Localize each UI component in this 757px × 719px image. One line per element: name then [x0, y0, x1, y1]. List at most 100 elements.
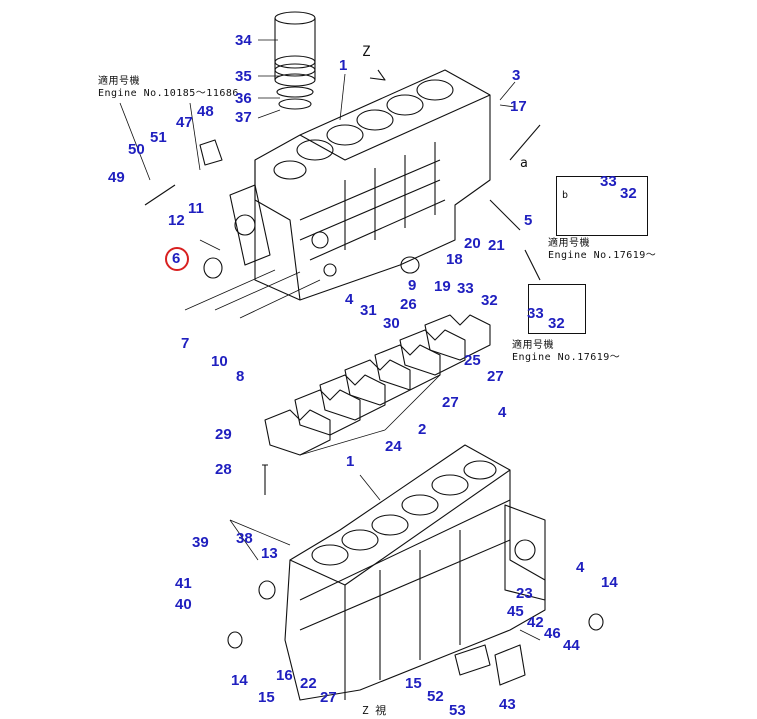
plug-14-drawing [227, 631, 243, 649]
detail-box-b [556, 176, 648, 236]
callout-1-lower[interactable]: 1 [346, 453, 355, 470]
bottom-view-label: Z 視 [362, 704, 387, 717]
callout-5[interactable]: 5 [524, 212, 533, 229]
callout-4-lower[interactable]: 4 [576, 559, 585, 576]
view-z-arrow [369, 69, 386, 81]
upper-cylinder-block-drawing [229, 69, 491, 301]
callout-36[interactable]: 36 [235, 90, 252, 107]
callout-17[interactable]: 17 [510, 98, 527, 115]
callout-18[interactable]: 18 [446, 251, 463, 268]
serial-note-c-line2: Engine No.17619～ [512, 352, 621, 363]
callout-20[interactable]: 20 [464, 235, 481, 252]
view-z-label: Z [362, 44, 371, 60]
callout-33-box-b[interactable]: 33 [600, 173, 617, 190]
callout-9[interactable]: 9 [408, 277, 417, 294]
callout-32-box-c[interactable]: 32 [548, 315, 565, 332]
cover-46-drawing [494, 644, 526, 686]
callout-27-center[interactable]: 27 [442, 394, 459, 411]
callout-16[interactable]: 16 [276, 667, 293, 684]
callout-15-left[interactable]: 15 [258, 689, 275, 706]
callout-4-mid[interactable]: 4 [498, 404, 507, 421]
pipe-17-drawing [509, 124, 541, 161]
callout-27-right[interactable]: 27 [487, 368, 504, 385]
callout-13[interactable]: 13 [261, 545, 278, 562]
callout-33-lower[interactable]: 33 [457, 280, 474, 297]
box-letter-b: b [562, 190, 569, 201]
callout-19-lower[interactable]: 19 [434, 278, 451, 295]
callout-48[interactable]: 48 [197, 103, 214, 120]
lower-cylinder-block-drawing [284, 444, 546, 701]
callout-42[interactable]: 42 [527, 614, 544, 631]
serial-note-b: 適用号機 Engine No.17619～ [548, 238, 656, 262]
callout-24[interactable]: 24 [385, 438, 402, 455]
callout-33-box-c[interactable]: 33 [527, 305, 544, 322]
serial-note-c: 適用号機 Engine No.17619～ [512, 340, 620, 364]
callout-8[interactable]: 8 [236, 368, 245, 385]
serial-note-b-line1: 適用号機 [548, 238, 590, 249]
serial-note-a-line2: Engine No.10185～11686 [98, 88, 239, 99]
gasket-48-drawing [199, 139, 223, 166]
callout-14-right[interactable]: 14 [601, 574, 618, 591]
callout-27-bottom[interactable]: 27 [320, 689, 337, 706]
callout-22[interactable]: 22 [300, 675, 317, 692]
callout-15-right[interactable]: 15 [405, 675, 422, 692]
callout-32-box-b[interactable]: 32 [620, 185, 637, 202]
plug-12-drawing [203, 257, 223, 279]
callout-52[interactable]: 52 [427, 688, 444, 705]
callout-23[interactable]: 23 [516, 585, 533, 602]
callout-46[interactable]: 46 [544, 625, 561, 642]
serial-note-a: 適用号機 Engine No.10185～11686 [98, 76, 239, 100]
callout-29[interactable]: 29 [215, 426, 232, 443]
callout-7[interactable]: 7 [181, 335, 190, 352]
callout-38[interactable]: 38 [236, 530, 253, 547]
callout-21[interactable]: 21 [488, 237, 505, 254]
callout-50[interactable]: 50 [128, 141, 145, 158]
plug-13-drawing [258, 580, 276, 600]
main-bearing-caps-drawing [264, 314, 491, 456]
callout-45[interactable]: 45 [507, 603, 524, 620]
callout-12[interactable]: 12 [168, 212, 185, 229]
plug-14b-drawing [588, 613, 604, 631]
callout-35[interactable]: 35 [235, 68, 252, 85]
callout-30[interactable]: 30 [383, 315, 400, 332]
callout-25[interactable]: 25 [464, 352, 481, 369]
callout-2[interactable]: 2 [418, 421, 427, 438]
arrow-letter-a: a [520, 156, 529, 171]
highlight-ring [165, 247, 189, 271]
callout-4-upper[interactable]: 4 [345, 291, 354, 308]
callout-34[interactable]: 34 [235, 32, 252, 49]
callout-26[interactable]: 26 [400, 296, 417, 313]
callout-1-upper[interactable]: 1 [339, 57, 348, 74]
cover-52-drawing [454, 644, 491, 676]
callout-6-highlighted[interactable]: 6 [172, 250, 181, 267]
bolt-28-drawing [262, 464, 268, 495]
callout-11[interactable]: 11 [188, 200, 204, 217]
callout-32-lower[interactable]: 32 [481, 292, 498, 309]
detail-box-c [528, 284, 586, 334]
callout-44[interactable]: 44 [563, 637, 580, 654]
callout-49[interactable]: 49 [108, 169, 125, 186]
bolt-49-drawing [144, 184, 176, 206]
callout-40[interactable]: 40 [175, 596, 192, 613]
callout-43[interactable]: 43 [499, 696, 516, 713]
pipe-5-drawing [489, 199, 521, 231]
arrow-a-drawing [524, 249, 541, 281]
serial-note-c-line1: 適用号機 [512, 340, 554, 351]
callout-41[interactable]: 41 [175, 575, 192, 592]
callout-28[interactable]: 28 [215, 461, 232, 478]
callout-10[interactable]: 10 [211, 353, 228, 370]
callout-51[interactable]: 51 [150, 129, 167, 146]
callout-14-left[interactable]: 14 [231, 672, 248, 689]
callout-31[interactable]: 31 [360, 302, 377, 319]
serial-note-b-line2: Engine No.17619～ [548, 250, 657, 261]
callout-39[interactable]: 39 [192, 534, 209, 551]
callout-3[interactable]: 3 [512, 67, 521, 84]
callout-53[interactable]: 53 [449, 702, 466, 719]
callout-47[interactable]: 47 [176, 114, 193, 131]
serial-note-a-line1: 適用号機 [98, 76, 140, 87]
cylinder-liner-drawing [274, 11, 316, 110]
plug-9-drawing [400, 256, 420, 274]
callout-37[interactable]: 37 [235, 109, 252, 126]
